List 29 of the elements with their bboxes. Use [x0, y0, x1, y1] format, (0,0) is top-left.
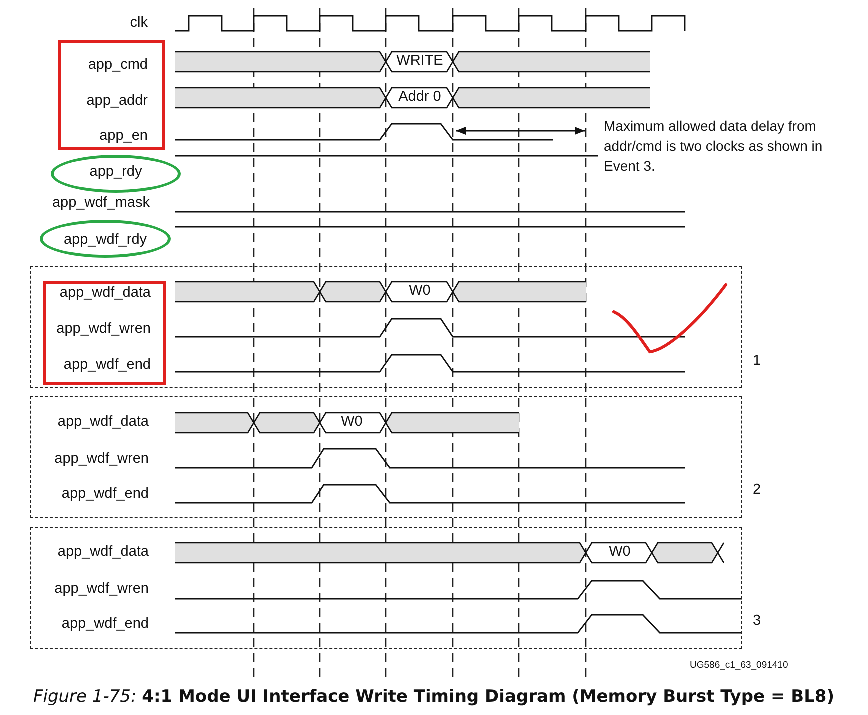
signal-name: app_wdf_end	[62, 486, 149, 502]
bus-value: W0	[341, 414, 363, 431]
signal-name: app_wdf_end	[64, 356, 151, 374]
bus-value: W0	[409, 283, 431, 300]
signal-name: app_wdf_wren	[56, 320, 151, 338]
bus-value: W0	[609, 544, 631, 561]
signal-name: app_wdf_data	[58, 414, 149, 430]
signal-name: clk	[130, 15, 148, 32]
event-number: 1	[753, 352, 762, 370]
signal-name: app_wdf_wren	[54, 450, 149, 468]
signal-name: app_addr	[86, 92, 148, 110]
signal-name: app_en	[100, 128, 148, 144]
signal-name: app_wdf_rdy	[64, 232, 148, 248]
event-number: 2	[753, 482, 762, 498]
signal-name: app_cmd	[88, 56, 148, 74]
highlight-box	[43, 281, 166, 385]
figure-id: UG586_c1_63_091410	[690, 660, 788, 672]
highlight-ellipse	[51, 155, 181, 193]
signal-name: app_wdf_end	[62, 616, 149, 632]
figure-caption: Figure 1-75: 4:1 Mode UI Interface Write Timing Diagram (Memory Burst Type = BL8)	[32, 686, 836, 708]
signal-name: app_wdf_data	[58, 544, 149, 560]
signal-name: app_wdf_data	[60, 284, 151, 302]
signal-name: app_rdy	[90, 164, 142, 180]
signal-name: app_wdf_wren	[54, 580, 149, 598]
note-text: Maximum allowed data delay from addr/cmd is two clocks as shown in Event 3.	[604, 117, 824, 176]
event-number: 3	[753, 612, 762, 630]
highlight-box	[58, 40, 165, 150]
highlight-ellipse	[40, 220, 171, 258]
signal-name: app_wdf_mask	[52, 195, 150, 212]
